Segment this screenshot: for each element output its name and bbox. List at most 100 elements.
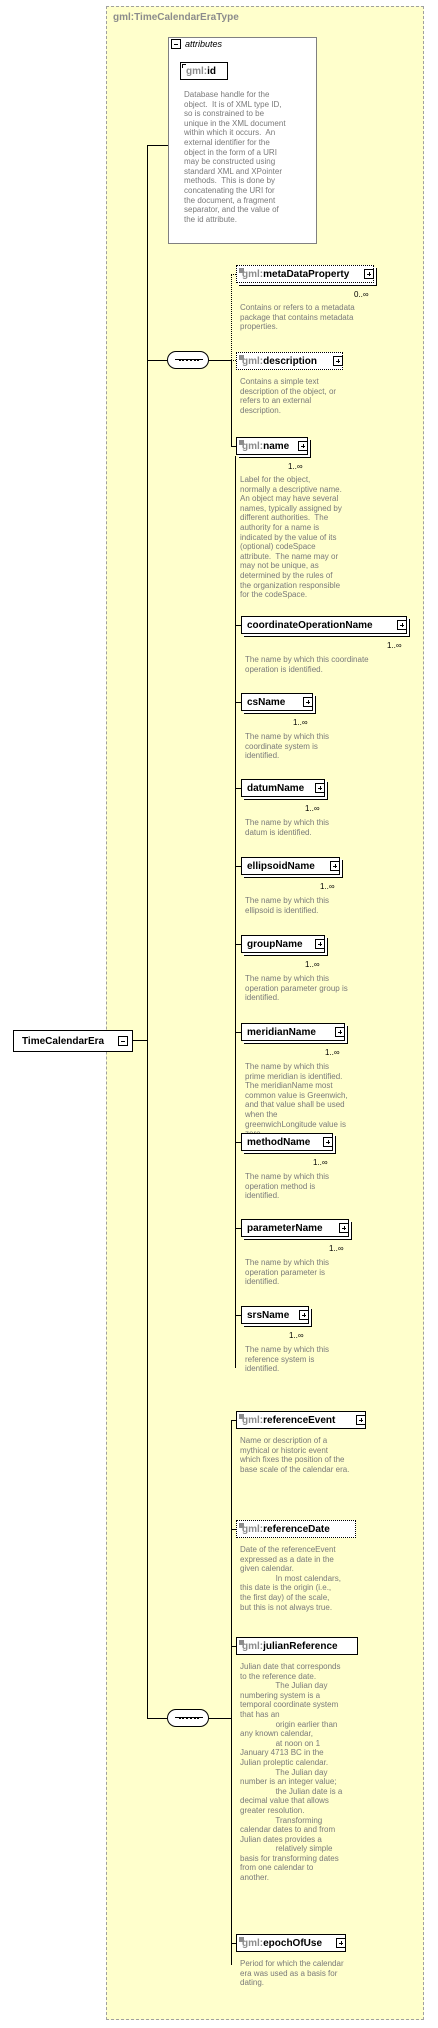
doc-line: prime meridian is identified. xyxy=(245,1071,343,1081)
doc-line: normally a descriptive name. xyxy=(240,484,342,494)
doc-line: operation is identified. xyxy=(245,664,323,674)
connector xyxy=(223,360,231,361)
doc-line: determined by the rules of xyxy=(240,570,333,580)
expand-icon[interactable] xyxy=(330,861,340,871)
expand-icon[interactable] xyxy=(303,697,313,707)
connector xyxy=(231,274,240,275)
expand-icon[interactable] xyxy=(315,783,325,793)
connector xyxy=(231,274,232,362)
expand-icon[interactable] xyxy=(397,620,407,630)
doc-line: for the codeSpace. xyxy=(240,590,308,600)
doc-line: from one calendar to xyxy=(240,1863,314,1873)
doc-line: The name by which this xyxy=(245,1345,330,1354)
expand-icon[interactable] xyxy=(299,1310,309,1320)
element-ellipsoidname[interactable]: ellipsoidName xyxy=(241,857,340,875)
doc-line: operation method is xyxy=(245,1181,316,1191)
element-groupname[interactable]: groupName xyxy=(241,935,325,953)
connector xyxy=(133,1040,147,1041)
attribute-marker-icon xyxy=(182,64,186,68)
doc-line: description. xyxy=(240,405,281,415)
element-marker-icon xyxy=(239,268,244,273)
element-epochofuse[interactable]: gml:epochOfUse xyxy=(236,1934,346,1952)
element-coordinateoperationname[interactable]: coordinateOperationName xyxy=(241,616,407,634)
element-parametername[interactable]: parameterName xyxy=(241,1219,349,1237)
cardinality-label: 1..∞ xyxy=(387,641,402,650)
connector xyxy=(147,360,167,361)
collapse-icon[interactable] xyxy=(171,39,181,49)
cardinality-label: 1..∞ xyxy=(325,1048,340,1057)
element-label: meridianName xyxy=(247,1026,316,1038)
element-methodname[interactable]: methodName xyxy=(241,1133,333,1151)
element-label: referenceDate xyxy=(263,1523,330,1535)
connector xyxy=(231,1420,232,1965)
doc-line: separator, and the value of xyxy=(184,205,279,215)
doc-line: may be constructed using xyxy=(184,157,276,167)
connector xyxy=(235,1032,241,1033)
doc-line: greenwichLongitude value is xyxy=(245,1119,346,1129)
doc-line: attribute. The name may or xyxy=(240,551,339,561)
expand-icon[interactable] xyxy=(339,1223,349,1233)
element-referencedate[interactable]: gml:referenceDate xyxy=(236,1520,356,1538)
expand-icon[interactable] xyxy=(364,269,374,279)
doc-line: The name by which this xyxy=(245,1258,330,1267)
expand-icon[interactable] xyxy=(298,441,308,451)
doc-line: temporal coordinate system xyxy=(240,1700,339,1710)
element-datumname[interactable]: datumName xyxy=(241,779,325,797)
attributes-header[interactable]: attributes xyxy=(171,39,222,49)
doc-line: and that value shall be used xyxy=(245,1100,345,1110)
expand-icon[interactable] xyxy=(323,1137,333,1147)
namespace-prefix: gml: xyxy=(242,1640,264,1652)
namespace-prefix: gml: xyxy=(242,1414,264,1426)
doc-line: The name by which this xyxy=(245,974,330,983)
element-label: referenceEvent xyxy=(263,1414,336,1426)
doc-line: dating. xyxy=(240,1978,265,1988)
doc-line: datum is identified. xyxy=(245,827,312,837)
expand-icon[interactable] xyxy=(335,1027,345,1037)
element-metadataproperty[interactable]: gml:metaDataProperty xyxy=(236,265,374,283)
cardinality-label: 1..∞ xyxy=(305,804,320,813)
doc-line: given calendar. xyxy=(240,1564,294,1574)
connector xyxy=(235,1315,241,1316)
element-referenceevent[interactable]: gml:referenceEvent xyxy=(236,1411,366,1429)
doc-line: expressed as a date in the xyxy=(240,1554,334,1564)
collapse-icon[interactable] xyxy=(118,1036,128,1046)
connector xyxy=(231,1420,237,1421)
sequence-compositor-icon[interactable] xyxy=(167,351,209,369)
expand-icon[interactable] xyxy=(333,356,343,366)
element-description[interactable]: gml:description xyxy=(236,352,343,370)
doc-line: Transforming xyxy=(240,1815,323,1825)
element-srsname[interactable]: srsName xyxy=(241,1306,309,1324)
cardinality-label: 1..∞ xyxy=(329,1244,344,1253)
element-name[interactable]: gml:name xyxy=(236,437,308,455)
doc-line: when the xyxy=(245,1109,278,1119)
doc-line: unique in the XML document xyxy=(184,118,286,128)
doc-line: different authorities. The xyxy=(240,513,329,523)
expand-icon[interactable] xyxy=(356,1415,366,1425)
namespace-prefix: gml: xyxy=(242,1523,264,1535)
element-csname[interactable]: csName xyxy=(241,693,313,711)
expand-icon[interactable] xyxy=(315,939,325,949)
doc-line: authority for a name is xyxy=(240,522,320,532)
root-element-time-calendar-era[interactable]: TimeCalendarEra xyxy=(13,1030,133,1052)
element-julianreference[interactable]: gml:julianReference xyxy=(236,1637,358,1655)
doc-line: numbering system is a xyxy=(240,1690,321,1700)
connector xyxy=(235,788,241,789)
cardinality-label: 1..∞ xyxy=(293,718,308,727)
sequence-compositor-icon[interactable] xyxy=(167,1709,209,1727)
doc-line: concatenating the URI for xyxy=(184,185,275,195)
doc-line: The name by which this xyxy=(245,1062,330,1071)
attribute-gml-id[interactable]: gml:id xyxy=(180,62,228,80)
doc-line: Database handle for the xyxy=(184,90,270,99)
element-meridianname[interactable]: meridianName xyxy=(241,1023,345,1041)
doc-line: operation parameter group is xyxy=(245,983,348,993)
doc-line: names, typically assigned by xyxy=(240,503,342,513)
doc-line: The Julian day xyxy=(240,1681,328,1691)
expand-icon[interactable] xyxy=(336,1938,346,1948)
